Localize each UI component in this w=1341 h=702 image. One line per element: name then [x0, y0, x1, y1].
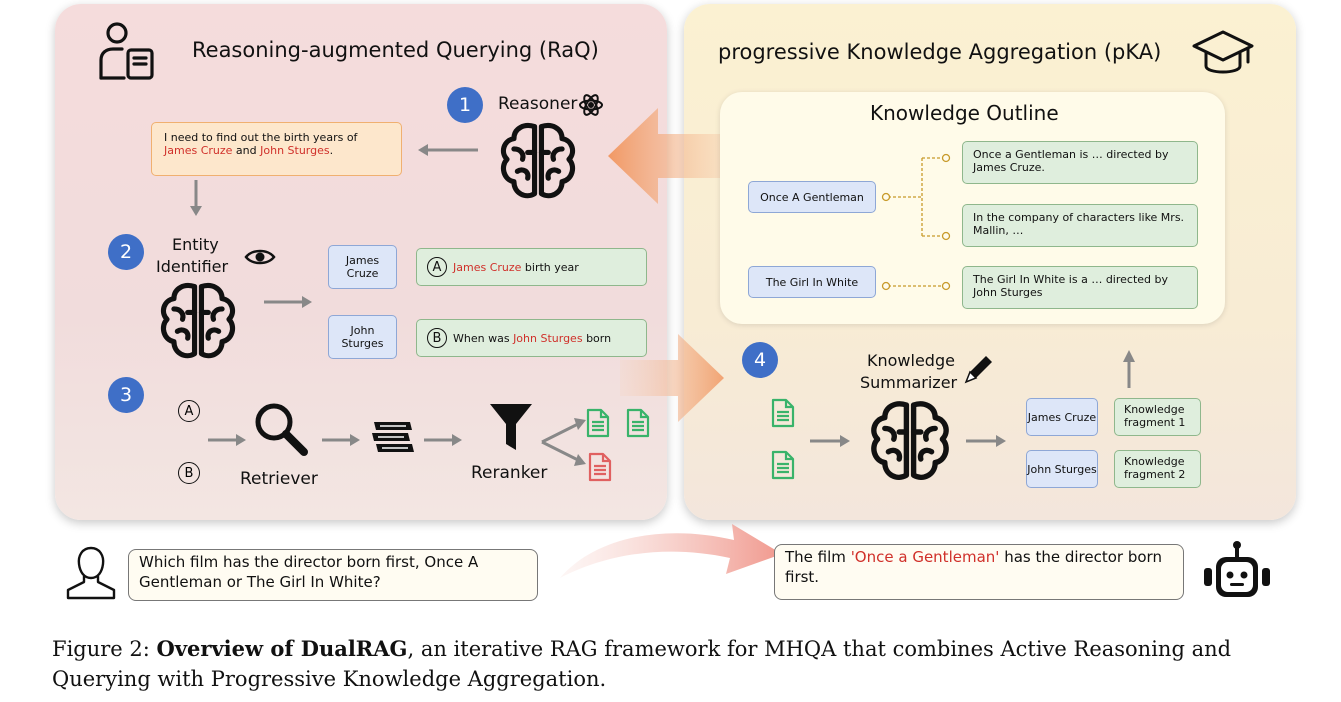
document-icon [771, 450, 795, 480]
fact-box-3: The Girl In White is a … directed by Joh… [962, 266, 1198, 309]
step-4-badge: 4 [742, 342, 778, 378]
arrow-fragments-to-outline [1123, 350, 1135, 388]
document-icon [771, 398, 795, 428]
outline-connectors [881, 153, 951, 291]
flow-arrow-to-summarizer [620, 334, 724, 422]
user-computer-icon [99, 22, 154, 80]
arrow-books-to-reranker [424, 434, 462, 446]
brain-icon [860, 396, 960, 486]
entity-box-1: James Cruze [328, 245, 397, 289]
thought-period: . [329, 144, 334, 157]
query-b-pre: When was [453, 331, 510, 345]
fragment-box-2: Knowledge fragment 2 [1114, 450, 1201, 488]
arrows-reranker-to-docs [541, 418, 586, 466]
eye-icon [244, 249, 276, 265]
query-a-entity: James Cruze [453, 260, 522, 274]
query-a-text: birth year [524, 260, 579, 274]
answer-pre: The film [785, 548, 846, 566]
raq-title: Reasoning-augmented Querying (RaQ) [192, 38, 599, 62]
pka-entity-box-2: John Sturges [1026, 450, 1098, 488]
brain-icon [488, 118, 588, 204]
pencil-icon [964, 356, 992, 384]
query-box-b: B When was John Sturges born [416, 319, 647, 357]
caption-prefix: Figure 2: [52, 637, 150, 661]
fact-box-2: In the company of characters like Mrs. M… [962, 204, 1198, 247]
arrow-to-retriever [208, 434, 246, 446]
query-b-entity: John Sturges [513, 331, 583, 345]
step-3-badge: 3 [108, 377, 144, 413]
reranker-label: Reranker [471, 463, 548, 483]
question-bubble: Which film has the director born first, … [128, 549, 538, 601]
badge-b-retrieval: B [178, 462, 200, 484]
answer-post: has the director born first. [785, 548, 1162, 586]
retriever-label: Retriever [240, 469, 318, 489]
fragment-box-1: Knowledge fragment 1 [1114, 398, 1201, 436]
atom-icon [579, 94, 603, 116]
step-2-badge: 2 [108, 234, 144, 270]
entity-box-2: John Sturges [328, 315, 397, 359]
figure-caption: Figure 2: Overview of DualRAG, an iterat… [52, 634, 1322, 694]
arrow-thought-to-identifier [190, 180, 202, 216]
thought-entity-2: John Sturges [260, 144, 330, 157]
books-icon [372, 422, 414, 452]
pka-title: progressive Knowledge Aggregation (pKA) [718, 40, 1162, 64]
funnel-icon [490, 404, 532, 450]
document-icon [588, 452, 612, 482]
pka-entity-box-1: James Cruze [1026, 398, 1098, 436]
robot-icon [1204, 541, 1270, 597]
magnifier-icon [255, 403, 308, 456]
summarizer-label-1: Knowledge [867, 351, 955, 370]
arrow-summarizer-to-entities [966, 435, 1006, 447]
knowledge-outline-title: Knowledge Outline [870, 101, 1059, 125]
arrow-retriever-to-books [322, 434, 360, 446]
badge-b: B [427, 328, 447, 348]
badge-a: A [427, 257, 447, 277]
caption-rest: , an iterative RAG framework for MHQA th… [52, 637, 1232, 691]
arrow-reasoner-to-thought [418, 144, 478, 156]
answer-bubble: The film 'Once a Gentleman' has the dire… [774, 544, 1184, 600]
topic-box-1: Once A Gentleman [748, 181, 876, 213]
fact-box-1: Once a Gentleman is … directed by James … [962, 141, 1198, 184]
query-box-a: A James Cruze birth year [416, 248, 647, 286]
badge-a-retrieval: A [178, 400, 200, 422]
person-icon [66, 546, 116, 600]
thought-and: and [235, 144, 257, 157]
topic-box-2: The Girl In White [748, 266, 876, 298]
answer-flow-arrow [560, 524, 782, 578]
query-b-text: born [586, 331, 612, 345]
document-icon [586, 408, 610, 438]
entity-identifier-label-1: Entity [172, 235, 219, 254]
thought-text: I need to find out the birth years of [164, 131, 358, 144]
thought-box: I need to find out the birth years of Ja… [151, 122, 402, 176]
reasoner-label: Reasoner [498, 94, 578, 114]
arrow-identifier-to-entities [264, 296, 312, 308]
answer-film: 'Once a Gentleman' [850, 548, 1000, 566]
step-1-badge: 1 [447, 87, 483, 123]
arrow-docs-to-summarizer [810, 435, 850, 447]
summarizer-label-2: Summarizer [860, 373, 958, 392]
flow-arrow-to-reasoner [608, 108, 732, 204]
entity-identifier-label-2: Identifier [156, 257, 229, 276]
caption-bold: Overview of DualRAG [156, 636, 408, 661]
graduation-cap-icon [1192, 30, 1254, 74]
brain-icon [148, 278, 248, 364]
thought-entity-1: James Cruze [164, 144, 233, 157]
